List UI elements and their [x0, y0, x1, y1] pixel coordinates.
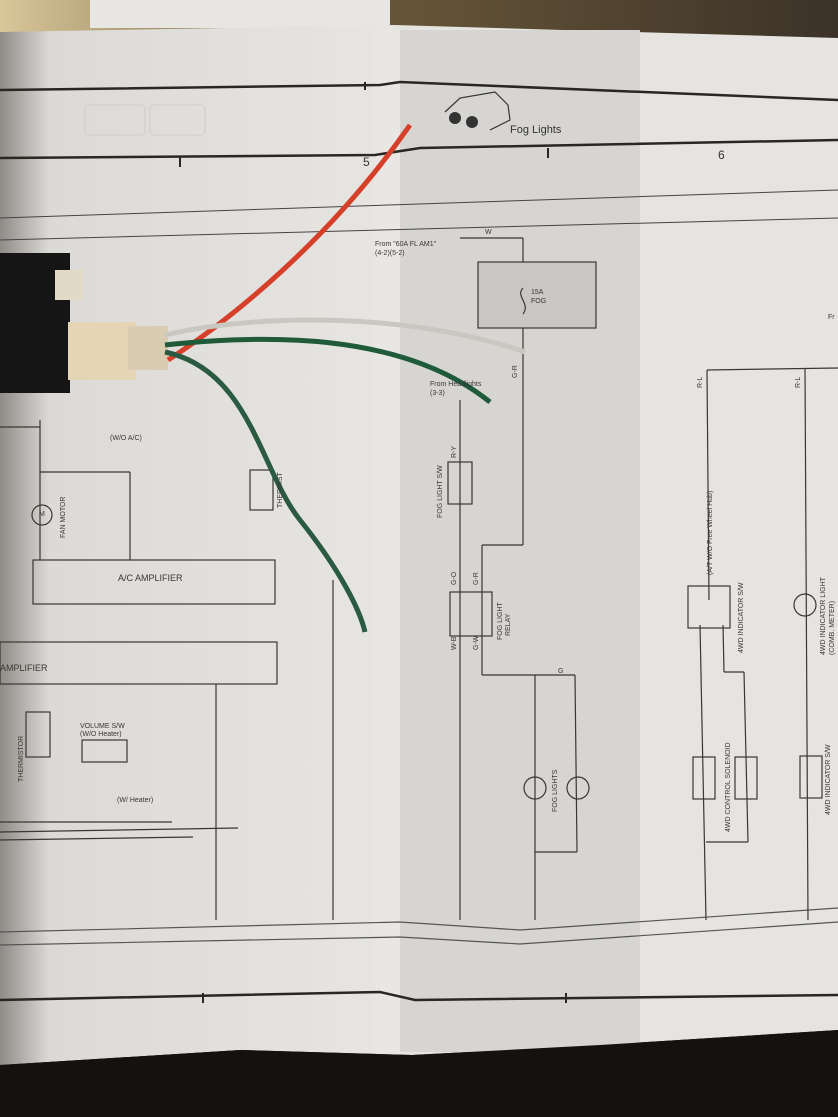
w-heater-label: (W/ Heater) [117, 797, 154, 804]
fuse-box [477, 261, 597, 329]
4wd-indicator-light [793, 593, 817, 617]
fold-shadow [375, 30, 400, 1052]
paper-left-page [0, 25, 412, 1065]
fog-light-bulb-1 [523, 776, 547, 800]
wire-r-y: R-Y [451, 445, 458, 458]
headlights-ref: (3-3) [430, 390, 445, 397]
fog-source-ref: (4-2)(5-2) [375, 250, 405, 257]
4wd-light-sub: (COMB. METER) [829, 600, 836, 655]
cut-label: Fr [828, 314, 835, 321]
relay-label-2: RELAY [505, 613, 512, 636]
fog-source-wire: W [485, 229, 492, 236]
volume-switch-note: (W/O Heater) [80, 731, 122, 738]
4wd-solenoid-1 [692, 756, 716, 800]
4wd-indicator-switch-2 [799, 755, 823, 799]
header-rule-2 [0, 138, 838, 160]
green-wire-2 [164, 349, 368, 633]
thermistor-label: THERMISTOR [18, 735, 25, 782]
4wd-solenoid-2 [734, 756, 758, 800]
relay-label-1: FOG LIGHT [497, 602, 504, 640]
ac-circuit [0, 420, 334, 920]
wire-relay-g-r: G-R [473, 572, 480, 585]
header-rule [0, 80, 838, 102]
4wd-circuit [687, 367, 838, 921]
fan-motor-label: FAN MOTOR [60, 496, 67, 538]
amplifier-box [0, 641, 278, 685]
4wd-note: (A/T W/O Free Wheel Hub) [707, 490, 714, 575]
fog-light-bulb-2 [566, 776, 590, 800]
thermistor-top [249, 469, 274, 511]
wire-r-l: R-L [697, 376, 704, 388]
ac-amplifier-box [32, 559, 276, 605]
fog-light-relay [449, 591, 493, 637]
ac-amplifier-label: A/C AMPLIFIER [118, 573, 183, 583]
fog-lights-label: FOG LIGHTS [552, 769, 559, 812]
footer-rule [0, 990, 838, 1002]
fuse-rating: 15A [531, 289, 544, 296]
4wd-switch-label: 4WD INDICATOR S/W [738, 582, 745, 653]
background-paper [90, 0, 390, 28]
thermistor-left [25, 711, 51, 758]
wire-g-o: G-O [451, 571, 458, 585]
volume-switch [81, 739, 128, 763]
fog-lights-car-icon [444, 91, 511, 131]
wire-relay-w-b: W-B [451, 636, 458, 650]
4wd-switch2-label: 4WD INDICATOR S/W [825, 744, 832, 815]
table-surface [0, 1030, 838, 1117]
wo-ac-label: (W/O A/C) [110, 435, 142, 442]
column-number-5: 5 [363, 155, 370, 169]
green-wire-1 [164, 336, 492, 404]
fog-light-circuit [447, 237, 597, 920]
4wd-light-label: 4WD INDICATOR LIGHT [820, 577, 827, 655]
fog-switch-label: FOG LIGHT S/W [437, 465, 444, 518]
wire-g-r: G-R [512, 365, 519, 378]
relay-connector [0, 253, 168, 393]
section-title: Fog Lights [510, 124, 562, 136]
fan-motor [31, 504, 53, 526]
wire-g-w: G-W [473, 635, 480, 650]
column-number-6: 6 [718, 148, 725, 162]
thermistor-top-label: THERMIST [277, 472, 284, 508]
wire-r-l-2: R-L [795, 376, 802, 388]
headlights-label: From Headlights [430, 381, 482, 388]
4wd-solenoid-label: 4WD CONTROL SOLENOID [725, 742, 732, 832]
4wd-indicator-switch [687, 585, 731, 629]
fog-source-label: From "60A FL AM1" [375, 241, 437, 248]
wire-g: G [558, 668, 564, 675]
shaded-band [398, 30, 640, 1052]
amplifier-label: AMPLIFIER [0, 663, 48, 673]
fog-light-switch [447, 461, 473, 505]
volume-switch-label: VOLUME S/W [80, 723, 125, 730]
fuse-name: FOG [531, 298, 547, 305]
motor-symbol: M [39, 511, 45, 518]
white-green-wire [164, 317, 526, 355]
connector-plug [68, 322, 136, 380]
